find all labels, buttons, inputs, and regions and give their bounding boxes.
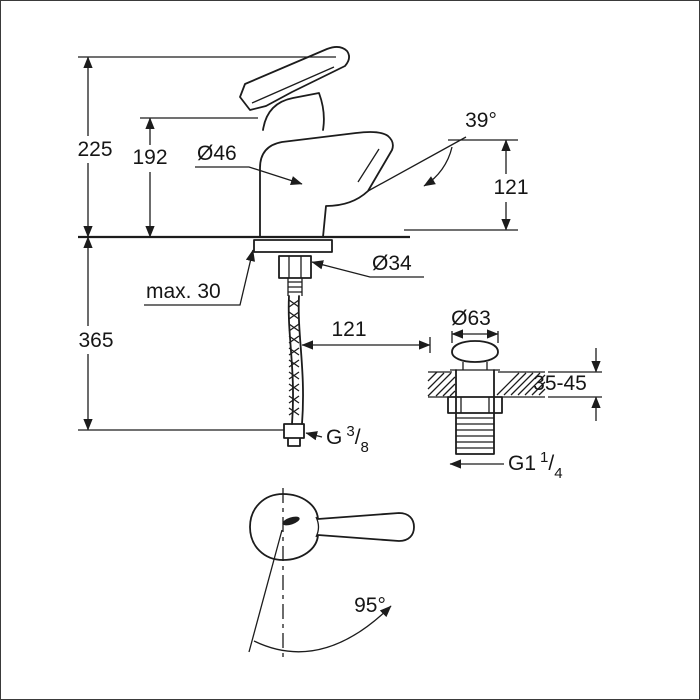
dim-overall-height-label: 225	[77, 138, 112, 161]
waste-thread-numerator: 1	[540, 449, 548, 466]
dimension-lines: 225 192 Ø46 39° 121 Ø34 max. 30 365 121 …	[77, 56, 602, 617]
dim-handle-rotation-label: 95°	[354, 594, 386, 617]
supply-thread-leader	[305, 431, 323, 441]
dim-base-diameter-label: Ø46	[197, 142, 237, 165]
waste-body	[455, 369, 495, 455]
flex-hose-braid	[288, 299, 300, 416]
dim-base-diameter-leader	[195, 166, 303, 186]
waste-thread-prefix: G1	[508, 452, 536, 475]
flex-hose-outline	[287, 295, 304, 425]
aerator-line	[357, 148, 380, 183]
waste-thread-denominator: 4	[554, 465, 562, 482]
supply-thread-prefix: G	[326, 426, 342, 449]
waste-nut-facets	[460, 397, 490, 413]
handle-joint-line	[315, 516, 320, 538]
nut-facets	[288, 256, 302, 278]
threaded-shank	[287, 278, 303, 296]
handle-swing-arc	[253, 605, 392, 653]
counter-hatch-left	[427, 371, 456, 397]
waste-nut	[447, 396, 503, 414]
supply-thread-slash: /	[355, 426, 361, 449]
mounting-washer	[253, 239, 333, 253]
dim-outlet-height-label: 121	[493, 176, 528, 199]
dim-max-thickness-label: max. 30	[146, 280, 221, 303]
faucet-side-view	[78, 46, 410, 447]
supply-thread-denominator: 8	[361, 439, 369, 456]
waste-cap	[451, 340, 499, 363]
dim-mounting-range-label: 35-45	[533, 372, 587, 395]
waste-thread-lines	[456, 417, 494, 449]
handle-top-view	[248, 488, 415, 657]
waste-cap-stem	[450, 362, 500, 371]
body-spout-outline	[259, 131, 394, 238]
dim-spout-height-label: 192	[132, 146, 167, 169]
lever-outline	[239, 46, 350, 111]
dim-max-thickness-leader	[144, 249, 255, 306]
handle-top-outline	[249, 493, 415, 561]
dim-center-distance-label: 121	[331, 318, 366, 341]
outlet-angle-arc	[423, 146, 453, 187]
hose-end-fitting	[283, 423, 305, 447]
counter-hatch-right	[496, 372, 546, 396]
cartridge-neck-outline	[262, 92, 325, 131]
dim-shank-diameter-label: Ø34	[372, 252, 412, 275]
mounting-nut	[278, 255, 312, 279]
dim-hose-length-label: 365	[78, 329, 113, 352]
outlet-angle-ray	[367, 136, 467, 192]
brand-logo-pill	[282, 516, 300, 526]
dim-waste-cap-diameter-label: Ø63	[451, 307, 491, 330]
supply-thread-numerator: 3	[346, 423, 354, 440]
dim-outlet-angle-label: 39°	[465, 109, 497, 132]
dim-shank-diameter-leader	[311, 260, 424, 278]
handle-swing-line	[248, 529, 283, 653]
lever-inner-line	[251, 66, 335, 104]
drain-assembly	[427, 340, 546, 455]
waste-thread-slash: /	[548, 452, 554, 475]
counter-section-lines	[428, 371, 545, 398]
